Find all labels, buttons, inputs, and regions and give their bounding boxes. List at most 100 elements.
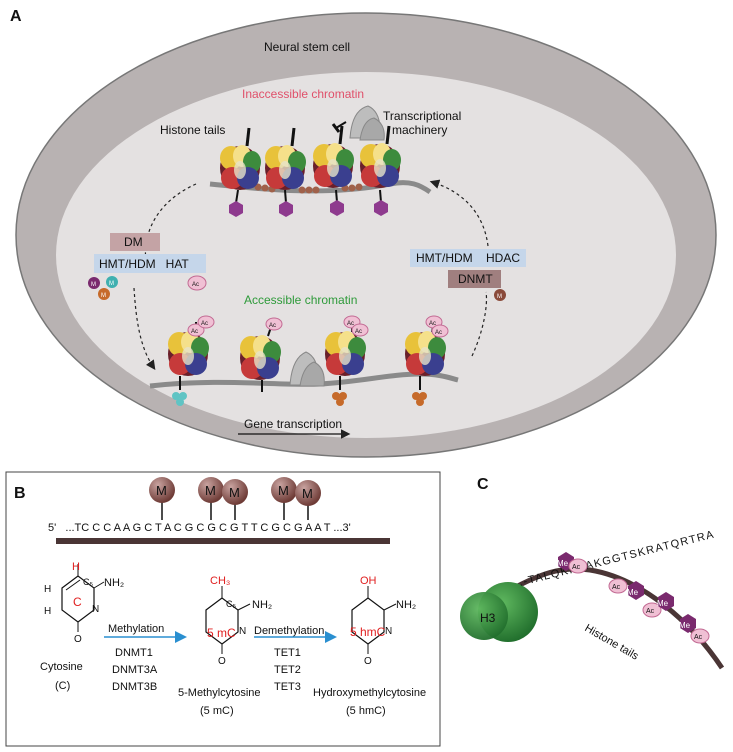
left-marks: M M M Ac (88, 275, 207, 300)
nucleosome-bottom-2: Ac (240, 317, 283, 392)
methylation-enzyme-2: DNMT3A (112, 664, 158, 676)
svg-text:Ac: Ac (694, 634, 703, 641)
svg-text:Ac: Ac (191, 329, 198, 335)
svg-text:Me: Me (657, 599, 669, 608)
svg-text:Me: Me (557, 559, 569, 568)
transcriptional-machinery-icon (349, 105, 385, 141)
demethylation-enzyme-2: TET2 (274, 664, 301, 676)
cell-label: Neural stem cell (264, 40, 350, 54)
dna-strand (56, 538, 390, 544)
svg-text:Ac: Ac (646, 608, 655, 615)
svg-text:Ac: Ac (429, 321, 436, 327)
nucleosome-bottom-1: Ac Ac (168, 315, 215, 406)
hydroxymethylcytosine-name: Hydroxymethylcytosine (313, 687, 426, 699)
histone-modifications: Me Ac Ac Me Ac Me Me Ac (557, 552, 710, 644)
dm-label: DM (124, 235, 143, 249)
svg-text:M: M (91, 282, 96, 288)
svg-text:NH₂: NH₂ (252, 599, 272, 611)
svg-text:OH: OH (360, 575, 377, 587)
h3-histone: H3 (460, 582, 538, 642)
cycle-arrow-upper-left (144, 183, 197, 263)
methylation-label: Methylation (108, 623, 164, 635)
dnmt-label: DNMT (458, 272, 493, 286)
transcriptional-label-1: Transcriptional (383, 109, 461, 123)
svg-text:N: N (92, 604, 99, 615)
transcriptional-label-2: machinery (392, 123, 447, 137)
nucleosome-top-4 (360, 125, 401, 216)
svg-text:M: M (497, 294, 502, 300)
left-enzymes-box (94, 254, 206, 273)
panel-c: C H3 .-TALQKRPAKGGTSKRATQRTRA Histone ta… (460, 476, 725, 670)
right-enzymes-box (410, 249, 526, 267)
methylcytosine-name: 5-Methylcytosine (178, 687, 261, 699)
svg-text:O: O (364, 656, 372, 667)
methylation-enzyme-3: DNMT3B (112, 681, 157, 693)
demethylation-enzyme-3: TET3 (274, 681, 301, 693)
demethylation-label: Demethylation (254, 625, 324, 637)
right-enzymes-label: HMT/HDM HDAC (416, 251, 520, 265)
svg-text:NH₂: NH₂ (396, 599, 416, 611)
cytosine-structure: H C₅ C NH₂ N O H H (44, 561, 124, 645)
svg-text:M: M (229, 485, 240, 500)
svg-text:M: M (156, 483, 167, 498)
methylation-enzyme-1: DNMT1 (115, 647, 153, 659)
cycle-arrow-lower-right (471, 291, 488, 357)
svg-text:M: M (101, 293, 106, 299)
nucleosome-top-3 (313, 125, 354, 216)
svg-text:5 hmC: 5 hmC (350, 625, 386, 639)
demethylation-enzyme-1: TET1 (274, 647, 301, 659)
inhibition-bar-icon (331, 123, 341, 133)
cycle-arrow-lower-left (133, 287, 156, 370)
svg-text:M: M (278, 483, 289, 498)
svg-text:Ac: Ac (269, 323, 276, 329)
cycle-arrow-upper-right (429, 179, 489, 247)
methyl-mark-icon (494, 289, 506, 301)
hydroxymethylcytosine-structure: OH 5 hmC NH₂ N O (350, 575, 416, 667)
svg-text:Ac: Ac (201, 321, 208, 327)
svg-text:O: O (74, 634, 82, 645)
svg-text:M: M (205, 483, 216, 498)
nucleosome-top-1 (220, 127, 261, 217)
svg-text:Ac: Ac (435, 330, 442, 336)
hydroxymethylcytosine-abbr: (5 hmC) (346, 705, 386, 717)
svg-text:Me: Me (679, 621, 691, 630)
h3-label: H3 (480, 611, 496, 625)
svg-text:C₅: C₅ (83, 577, 93, 587)
inaccessible-chromatin-fiber (209, 180, 432, 195)
panel-c-letter: C (477, 476, 489, 493)
methylcytosine-abbr: (5 mC) (200, 705, 234, 717)
left-enzymes-label: HMT/HDM HAT (99, 257, 189, 271)
panel-a: A Neural stem cell Inaccessible chromati… (10, 8, 717, 458)
svg-text:NH₂: NH₂ (104, 577, 124, 589)
svg-text:N: N (385, 626, 392, 637)
svg-text:Ac: Ac (572, 564, 581, 571)
inhibition-line-icon (335, 121, 347, 129)
svg-text:Ac: Ac (612, 584, 621, 591)
svg-text:M: M (302, 486, 313, 501)
dnmt-box (448, 270, 501, 288)
panel-b-letter: B (14, 485, 26, 502)
nucleosome-top-2 (265, 127, 306, 217)
nucleosome-bottom-3: Ac Ac (325, 315, 369, 406)
svg-text:Ac: Ac (192, 282, 199, 288)
svg-text:M: M (109, 281, 114, 287)
gene-transcription-label: Gene transcription (244, 417, 342, 431)
transcriptional-machinery-bottom-icon (289, 351, 325, 387)
methylcytosine-structure: CH₃ C₅ 5 mC NH₂ N O (205, 575, 272, 667)
svg-text:Ac: Ac (355, 329, 362, 335)
panel-a-letter: A (10, 8, 22, 25)
svg-text:H: H (44, 584, 51, 595)
svg-text:O: O (218, 656, 226, 667)
svg-text:Me: Me (627, 588, 639, 597)
methyl-marks-row: M M M M M (149, 477, 321, 520)
svg-text:5 mC: 5 mC (207, 626, 236, 640)
svg-text:N: N (239, 626, 246, 637)
dna-sequence: 5' ...TC C C A A G C T A C G C G C G T T… (48, 522, 351, 534)
panel-b: B M M M M M 5' ...TC C C A A G C T A C G… (5, 471, 441, 747)
cytosine-name: Cytosine (40, 661, 83, 673)
histone-tails-label: Histone tails (160, 123, 225, 137)
svg-text:H: H (44, 606, 51, 617)
inaccessible-chromatin-label: Inaccessible chromatin (242, 87, 364, 101)
histone-tails-label: Histone tails (583, 622, 641, 663)
